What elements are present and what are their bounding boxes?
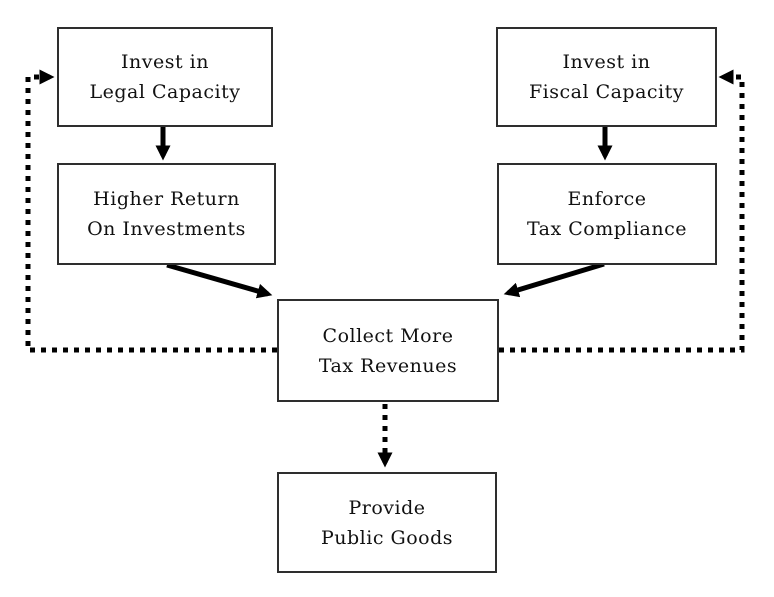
box-enforce-compliance-line2: Tax Compliance xyxy=(526,218,688,240)
box-invest-legal-line2: Legal Capacity xyxy=(89,81,241,103)
arrow-enforce-to-collect xyxy=(503,261,605,298)
box-higher-return: Higher Return On Investments xyxy=(57,163,276,265)
box-collect-revenues: Collect More Tax Revenues xyxy=(277,299,499,402)
box-collect-revenues-line1: Collect More xyxy=(322,324,454,347)
box-invest-fiscal-line2: Fiscal Capacity xyxy=(528,81,685,103)
box-invest-fiscal-line1: Invest in xyxy=(562,51,651,73)
box-invest-fiscal-capacity: Invest in Fiscal Capacity xyxy=(496,27,717,127)
box-higher-return-line2: On Investments xyxy=(87,218,246,240)
arrow-higher-return-to-collect xyxy=(166,262,273,299)
box-invest-legal-capacity: Invest in Legal Capacity xyxy=(57,27,273,127)
box-provide-goods-line1: Provide xyxy=(348,496,426,519)
box-provide-goods: Provide Public Goods xyxy=(277,472,497,573)
box-higher-return-line1: Higher Return xyxy=(93,188,240,210)
box-invest-legal-line1: Invest in xyxy=(121,51,209,73)
box-provide-goods-line2: Public Goods xyxy=(321,526,453,549)
arrow-feedback-collect-to-fiscal xyxy=(499,69,745,353)
box-enforce-compliance: Enforce Tax Compliance xyxy=(497,163,717,265)
box-collect-revenues-line2: Tax Revenues xyxy=(318,354,458,377)
box-enforce-compliance-line1: Enforce xyxy=(567,188,647,210)
arrow-feedback-collect-to-legal xyxy=(25,69,277,353)
